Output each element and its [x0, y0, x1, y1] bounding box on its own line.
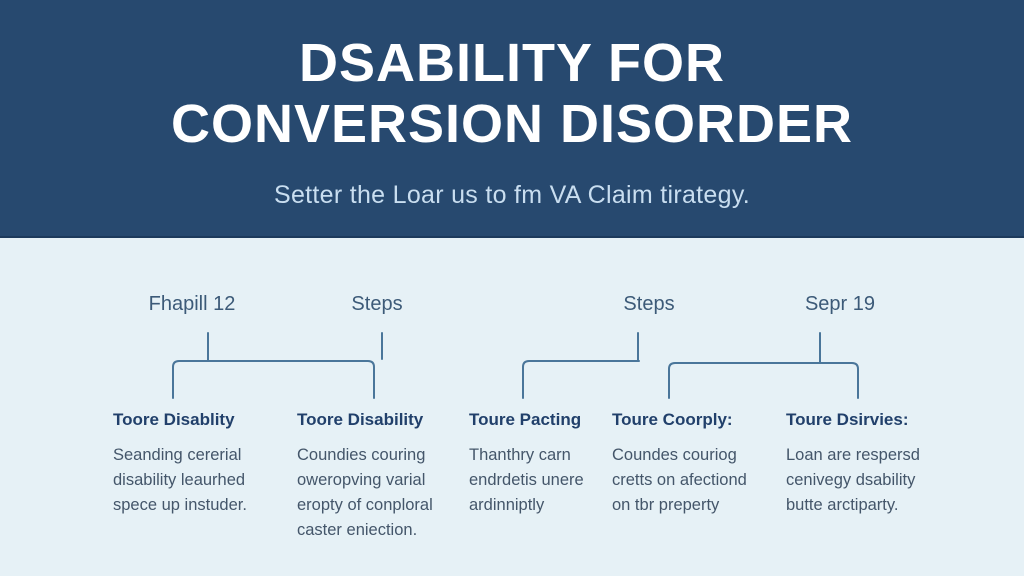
column-1-heading: Toore Disablity: [113, 410, 235, 429]
subtitle: Setter the Loar us to fm VA Claim tirate…: [273, 181, 751, 209]
timeline-label-2: Steps: [351, 293, 403, 315]
column-5-heading: Toure Dsirvies:: [786, 410, 909, 429]
title-line-2: CONVERSION DISORDER: [170, 94, 854, 154]
column-3-heading: Toure Pacting: [469, 410, 582, 429]
column-2-body: Coundies couring oweropving varial eropt…: [297, 446, 433, 539]
column-2-heading: Toore Disability: [297, 410, 424, 429]
column-1: Toore Disablity Seanding cererial disabi…: [113, 410, 293, 518]
connector-bracket-left: [172, 360, 375, 399]
connector-bracket-middle: [522, 360, 640, 399]
column-4-heading: Toure Coorply:: [612, 410, 733, 429]
column-5: Toure Dsirvies: Loan are respersd cenive…: [786, 410, 956, 518]
timeline-label-1: Fhapill 12: [148, 293, 236, 315]
column-3: Toure Pacting Thanthry carn endrdetis un…: [469, 410, 629, 518]
column-5-body: Loan are respersd cenivegy dsability but…: [786, 446, 920, 514]
main-title: DSABILITY FOR CONVERSION DISORDER: [0, 0, 1024, 155]
title-line-1: DSABILITY FOR: [298, 33, 725, 93]
column-2: Toore Disability Coundies couring owerop…: [297, 410, 482, 543]
column-3-body: Thanthry carn endrdetis unere ardinniptl…: [469, 446, 584, 514]
column-1-body: Seanding cererial disability leaurhed sp…: [113, 446, 247, 514]
timeline-label-3: Steps: [623, 293, 675, 315]
connector-bracket-right: [668, 362, 859, 399]
column-4-body: Coundes couriog cretts on afectiond on t…: [612, 446, 747, 514]
column-4: Toure Coorply: Coundes couriog cretts on…: [612, 410, 792, 518]
timeline-label-4: Sepr 19: [804, 293, 876, 315]
header-banner: DSABILITY FOR CONVERSION DISORDER Setter…: [0, 0, 1024, 238]
